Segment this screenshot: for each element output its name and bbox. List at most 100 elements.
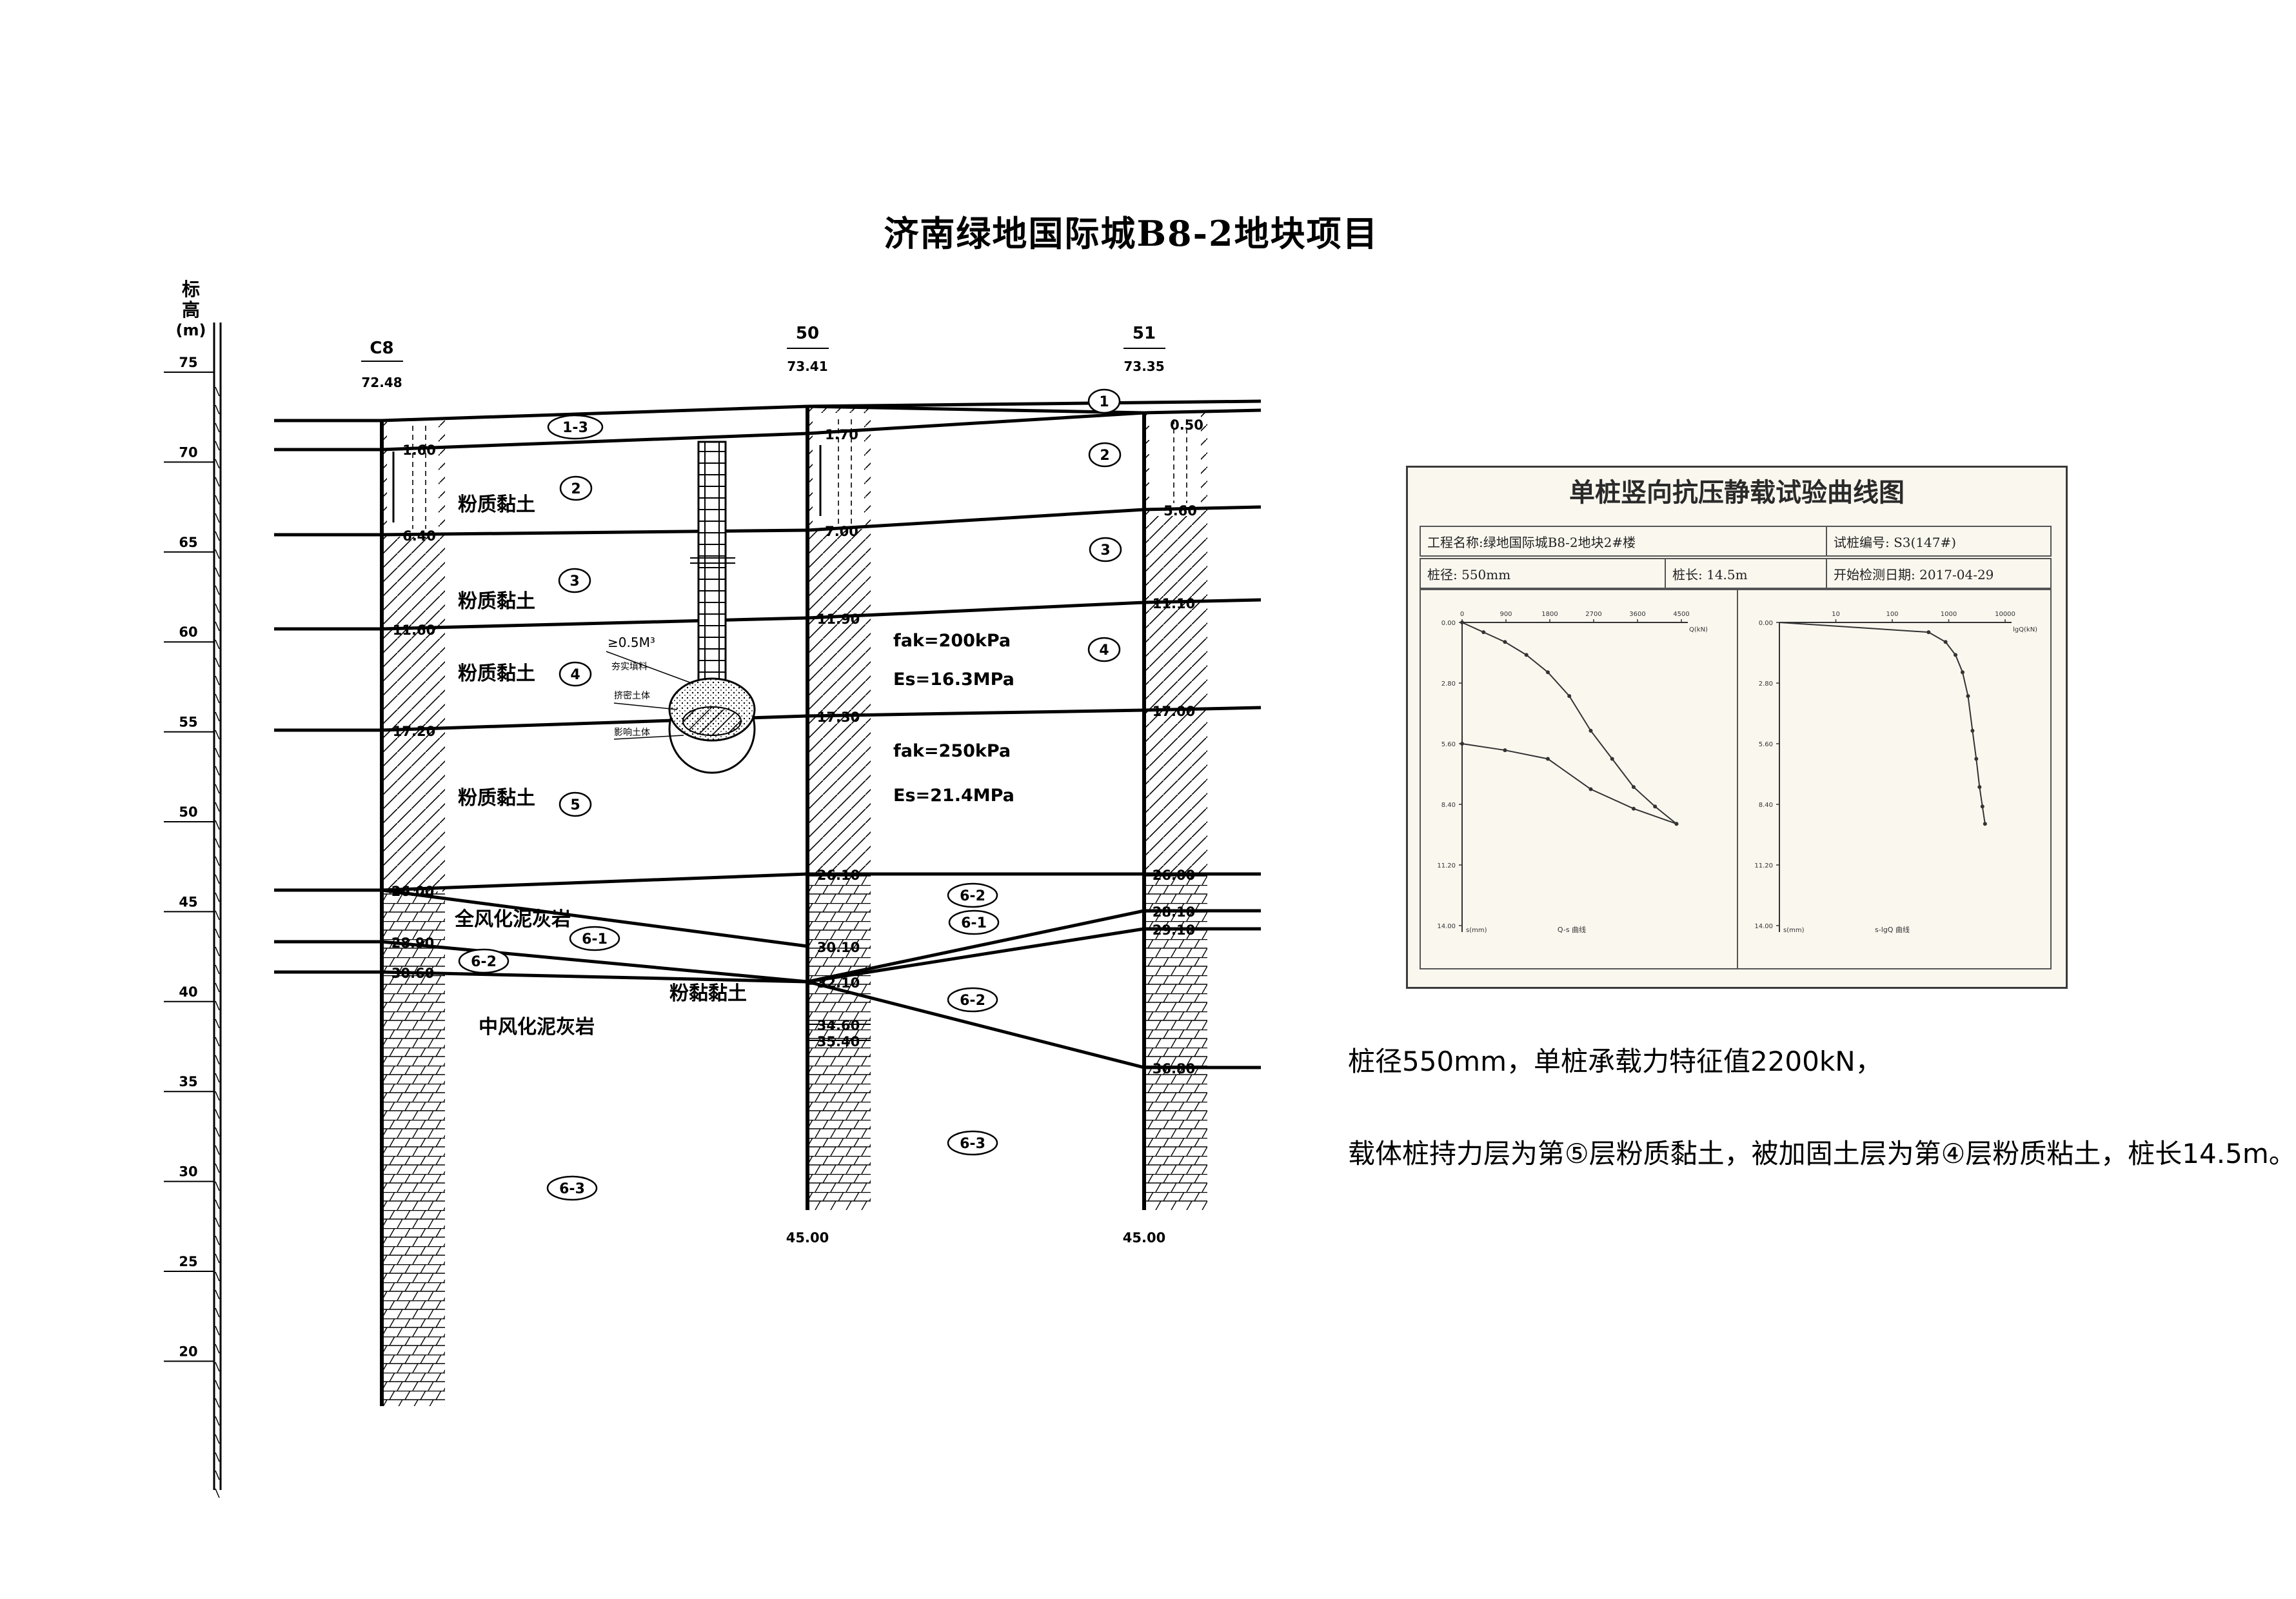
slgq-point (1983, 822, 1987, 826)
layer-tag: 1-3 (547, 414, 604, 440)
qs-y-tick: 2.80 (1441, 680, 1456, 688)
pile-callout: 夯实填料 (611, 662, 648, 672)
layer-tag: 3 (1089, 537, 1122, 562)
qs-point (1653, 804, 1658, 809)
slgq-point (1926, 630, 1931, 635)
layer-tag: 6-2 (947, 987, 998, 1013)
info-row: 工程名称:绿地国际城B8-2地块2#楼 试桩编号: S3(147#) (1420, 526, 2052, 557)
layer-tag: 6-2 (947, 882, 998, 908)
layer-tag: 1 (1087, 388, 1121, 414)
pile-volume-label: ≥0.5M³ (608, 635, 655, 650)
slgq-x-tick: 100 (1886, 611, 1898, 618)
depth-label: 0.50 (1170, 417, 1203, 433)
axis-label-char: 高 (182, 299, 200, 321)
layer-boundaries (274, 399, 1262, 1069)
slgq-y-tick: 8.40 (1759, 802, 1773, 809)
soil-name: 粉质黏土 (458, 662, 535, 685)
qs-x-tick: 4500 (1673, 611, 1689, 618)
svg-text:3: 3 (1100, 542, 1110, 559)
depth-label: 1.70 (825, 427, 858, 442)
slgq-point (1974, 757, 1979, 761)
soil-name: 粉黏黏土 (669, 982, 747, 1005)
axis-tick-label: 65 (179, 535, 197, 550)
soil-name: 粉质黏土 (458, 590, 535, 613)
pile-diameter: 桩径: 550mm (1421, 559, 1666, 588)
depth-label: 30.10 (817, 940, 860, 955)
qs-point (1631, 806, 1636, 811)
qs-x-tick: 900 (1499, 611, 1512, 618)
slgq-caption: s-lgQ 曲线 (1875, 925, 1910, 934)
project-name: 工程名称:绿地国际城B8-2地块2#楼 (1421, 527, 1827, 555)
depth-label: 26.10 (817, 868, 860, 883)
depth-label: 30.60 (391, 966, 434, 981)
pile-length: 桩长: 14.5m (1666, 559, 1827, 588)
slgq-x-tick: 10000 (1995, 611, 2015, 618)
soil-name: 粉质黏土 (458, 493, 535, 516)
depth-label: 29.10 (1153, 922, 1195, 938)
qs-point (1460, 742, 1464, 746)
slgq-y-tick: 2.80 (1759, 680, 1773, 688)
note-pile-capacity: 桩径550mm，单桩承载力特征值2200kN， (1348, 1046, 1883, 1077)
qs-point (1588, 787, 1593, 791)
qs-point (1460, 621, 1464, 624)
svg-text:6-1: 6-1 (582, 931, 608, 948)
svg-text:1-3: 1-3 (562, 420, 588, 436)
qs-point (1610, 757, 1614, 761)
load-test-title: 单桩竖向抗压静载试验曲线图 (1569, 477, 1905, 508)
layer-tag: 5 (559, 791, 592, 817)
depth-label: 6.40 (402, 528, 436, 544)
slgq-point (1960, 670, 1964, 675)
layer-tag: 6-1 (569, 926, 620, 951)
axis-tick-label: 75 (179, 355, 197, 370)
borehole-elevation: 73.41 (787, 359, 827, 374)
depth-label: 7.00 (825, 524, 858, 539)
qs-x-label: Q(kN) (1689, 626, 1708, 633)
qs-point (1503, 640, 1507, 644)
layer-tag: 4 (1087, 637, 1121, 662)
svg-text:3: 3 (569, 573, 579, 590)
pile-schematic: ≥0.5M³ 夯实填料 挤密土体 影响土体 (606, 441, 756, 774)
soil-parameters: fak=200kPa Es=16.3MPa fak=250kPa Es=21.4… (893, 631, 1014, 806)
depth-label: 11.60 (393, 622, 435, 638)
slgq-point (1970, 728, 1975, 733)
layer-tag: 2 (1088, 442, 1122, 468)
axis-tick-label: 45 (179, 894, 197, 909)
qs-point (1674, 822, 1679, 826)
soil-name: 粉质黏土 (458, 787, 535, 809)
depth-label: 17.20 (393, 724, 435, 739)
borehole-elevation: 73.35 (1123, 359, 1164, 374)
axis-tick-label: 70 (179, 444, 197, 460)
qs-y-tick: 5.60 (1441, 741, 1456, 748)
slgq-y-label: s(mm) (1783, 927, 1805, 934)
axis-tick-label: 55 (179, 715, 197, 730)
layer-tag: 6-1 (948, 909, 1000, 935)
chart-body-border (1420, 589, 2052, 969)
qs-point (1524, 653, 1529, 657)
qs-y-tick: 0.00 (1441, 620, 1456, 627)
test-date: 开始检测日期: 2017-04-29 (1834, 567, 1994, 582)
depth-label: 45.00 (1123, 1230, 1165, 1246)
qs-x-tick: 1800 (1541, 611, 1558, 618)
layer-tag: 2 (559, 475, 593, 501)
axis-label-char: 标 (182, 279, 200, 300)
pile-callout: 影响土体 (614, 728, 650, 738)
slgq-point (1966, 694, 1970, 699)
soil-name: 中风化泥灰岩 (479, 1016, 595, 1038)
axis-label-char: (m) (176, 321, 206, 339)
slgq-point (1954, 653, 1958, 657)
soil-names: 粉质黏土 粉质黏土 粉质黏土 粉质黏土 全风化泥灰岩 中风化泥灰岩 粉黏黏土 (454, 493, 747, 1038)
qs-point (1567, 694, 1572, 699)
depth-label: 28.90 (391, 935, 434, 951)
layer-tag: 6-2 (458, 948, 510, 974)
axis-tick-label: 20 (179, 1344, 197, 1359)
qs-y-tick: 14.00 (1437, 923, 1456, 930)
axis-tick-label: 35 (179, 1074, 197, 1089)
slgq-y-tick: 5.60 (1759, 741, 1773, 748)
note-bearing-layer: 载体桩持力层为第⑤层粉质黏土，被加固土层为第④层粉质粘土，桩长14.5m。 (1348, 1138, 2296, 1169)
slgq-y-tick: 0.00 (1759, 620, 1773, 627)
layer-tags: 1 1-3 2 2 3 3 4 4 5 6-2 6-1 6-1 6-2 6-2 … (458, 388, 1122, 1201)
borehole-elevation: 72.48 (361, 375, 402, 390)
